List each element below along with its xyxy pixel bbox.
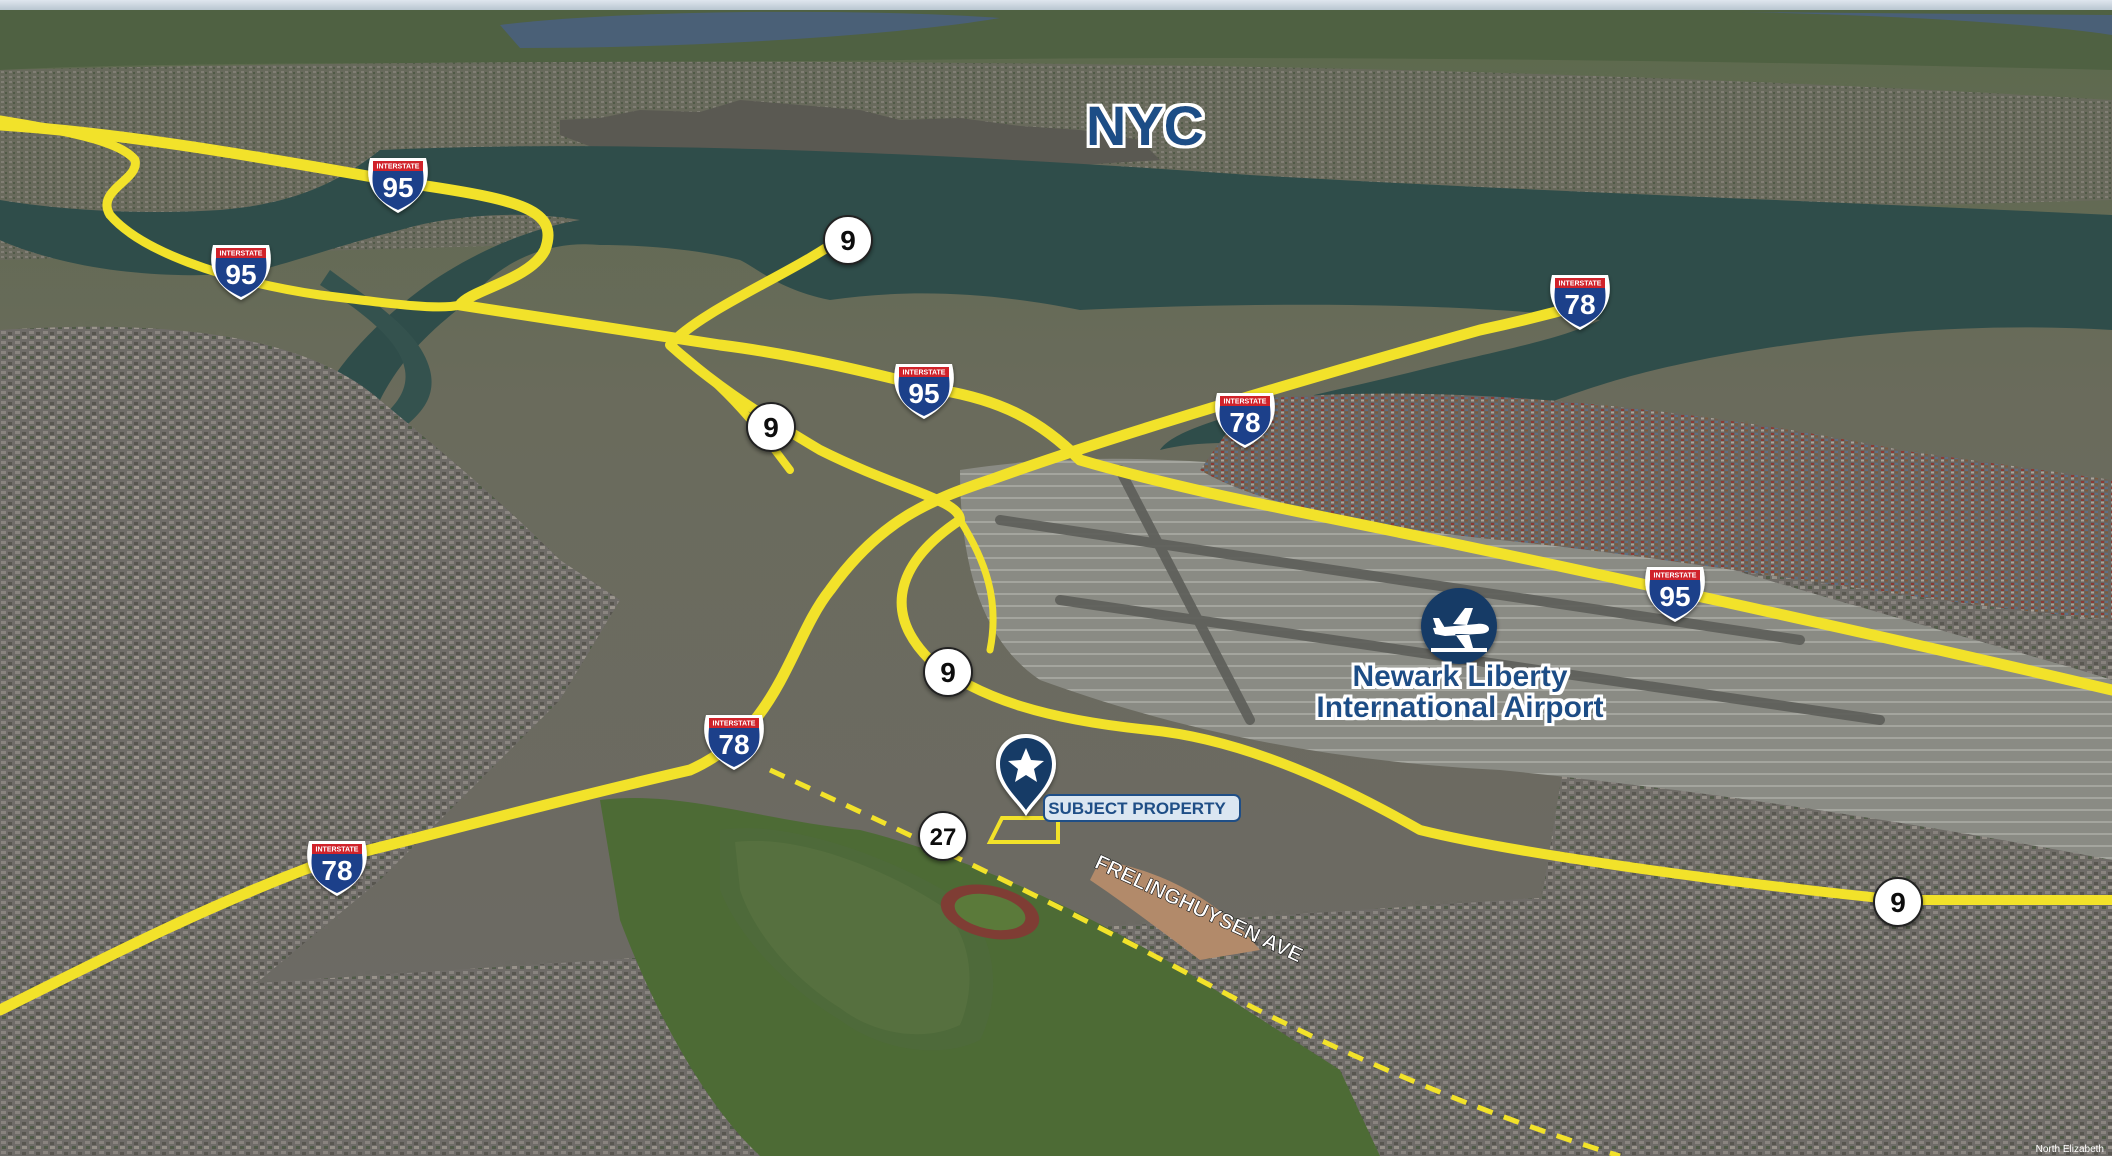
route-9-marker-2: 9 <box>746 402 796 452</box>
route-number: 9 <box>763 412 779 443</box>
attribution-text: North Elizabeth <box>2036 1144 2104 1155</box>
interstate-word: INTERSTATE <box>316 847 359 854</box>
nyc-label: NYC <box>1086 94 1204 157</box>
route-number: 27 <box>930 824 957 851</box>
frelinghuysen-ave-line <box>768 767 1621 1156</box>
subject-property-label: SUBJECT PROPERTY <box>1043 794 1241 822</box>
airport-name-line2: International Airport <box>1316 691 1603 724</box>
route-9-marker-4: 9 <box>1873 877 1923 927</box>
star-pin-icon <box>996 734 1056 816</box>
interstate-95-shield-4: INTERSTATE 95 <box>1645 567 1705 622</box>
interstate-word: INTERSTATE <box>713 721 756 728</box>
shield-number: 95 <box>908 378 939 409</box>
park <box>600 797 1380 1156</box>
interstate-78-shield-3: INTERSTATE 78 <box>704 715 764 770</box>
interstate-word: INTERSTATE <box>220 251 263 258</box>
interstate-word: INTERSTATE <box>1654 573 1697 580</box>
airport-name-line1: Newark Liberty <box>1352 660 1567 693</box>
shield-number: 95 <box>1659 581 1690 612</box>
interstate-95-shield-3: INTERSTATE 95 <box>894 364 954 419</box>
route-number: 9 <box>840 225 856 256</box>
shield-number: 78 <box>321 855 352 886</box>
shield-number: 95 <box>225 259 256 290</box>
route-9-marker-3: 9 <box>923 647 973 697</box>
interstate-95-shield-1: INTERSTATE 95 <box>368 158 428 213</box>
interstate-word: INTERSTATE <box>903 370 946 377</box>
interstate-95-shield-2: INTERSTATE 95 <box>211 245 271 300</box>
interstate-word: INTERSTATE <box>1224 399 1267 406</box>
shield-number: 78 <box>1564 289 1595 320</box>
route-9-marker-1: 9 <box>823 215 873 265</box>
subject-property-text: SUBJECT PROPERTY <box>1048 799 1226 818</box>
route-number: 9 <box>940 657 956 688</box>
interstate-word: INTERSTATE <box>377 164 420 171</box>
airplane-icon <box>1421 588 1497 664</box>
interstate-78-shield-1: INTERSTATE 78 <box>1550 275 1610 330</box>
subject-property-outline <box>986 816 1060 844</box>
route-27-marker: 27 <box>918 811 968 861</box>
interstate-word: INTERSTATE <box>1559 281 1602 288</box>
interstate-78-shield-4: INTERSTATE 78 <box>307 841 367 896</box>
route-number: 9 <box>1890 887 1906 918</box>
shield-number: 78 <box>1229 407 1260 438</box>
interstate-78-shield-2: INTERSTATE 78 <box>1215 393 1275 448</box>
highway-i78 <box>0 294 1606 1016</box>
shield-number: 78 <box>718 729 749 760</box>
highway-i95 <box>0 119 2112 696</box>
shield-number: 95 <box>382 172 413 203</box>
